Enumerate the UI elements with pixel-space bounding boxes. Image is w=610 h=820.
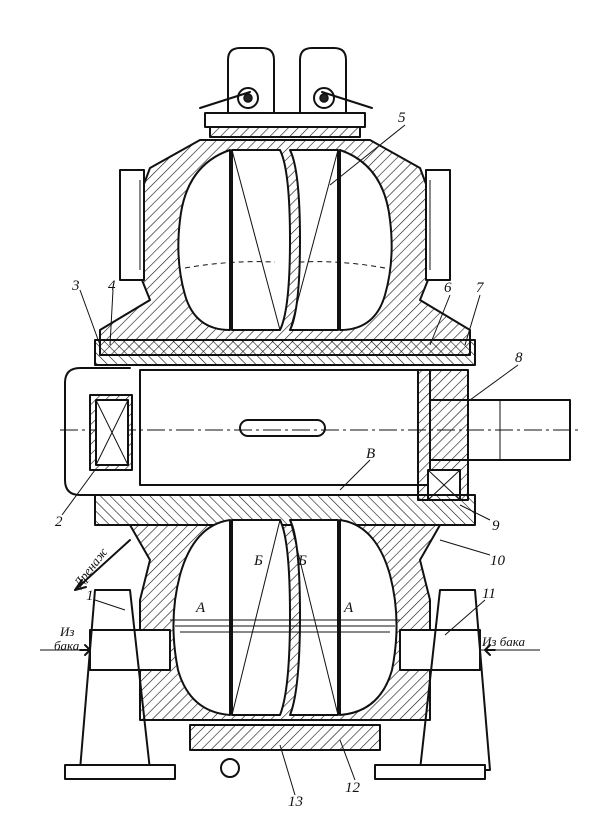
- label-7: 7: [476, 280, 485, 296]
- label-A-right: A: [343, 600, 354, 616]
- label-5: 5: [398, 110, 406, 126]
- label-8: 8: [515, 350, 523, 366]
- label-12: 12: [345, 780, 361, 796]
- lifting-eyes: [199, 47, 373, 138]
- label-2: 2: [55, 514, 63, 530]
- upper-cavity-right: [339, 149, 393, 331]
- annotation-from-tank-right: Из бака: [481, 634, 526, 649]
- leader-lines: [61, 124, 519, 796]
- label-3: 3: [71, 278, 80, 294]
- lower-runner-left: [231, 519, 291, 716]
- label-B-left: Б: [253, 553, 263, 569]
- base-supports: [64, 589, 491, 780]
- label-9: 9: [492, 518, 500, 534]
- label-11: 11: [482, 586, 496, 602]
- label-V: В: [366, 446, 375, 462]
- central-flange: [94, 339, 476, 366]
- inlet-pipes: [40, 629, 540, 671]
- lower-cavity-left: [172, 519, 231, 716]
- drainage-arrow: [74, 539, 131, 591]
- right-bearing-housing: [417, 369, 469, 501]
- upper-side-flanges: [119, 169, 451, 281]
- annotation-from-tank-left-line2: бака: [54, 638, 80, 653]
- lower-flange: [94, 494, 476, 526]
- upper-runner-left: [231, 149, 291, 331]
- label-13: 13: [288, 794, 303, 810]
- annotation-from-tank-left-line1: Из: [59, 624, 74, 639]
- shaft: [60, 369, 580, 486]
- lower-cavity-right: [339, 519, 398, 716]
- label-B-right: Б: [297, 553, 307, 569]
- label-A-left: A: [195, 600, 206, 616]
- label-1: 1: [86, 588, 94, 604]
- label-4: 4: [108, 278, 116, 294]
- label-10: 10: [490, 553, 506, 569]
- label-6: 6: [444, 280, 452, 296]
- upper-cavity-left: [177, 149, 231, 331]
- left-bearing-housing: [64, 367, 133, 496]
- oil-level: [170, 619, 400, 633]
- annotation-drainage: Дренаж: [69, 545, 110, 592]
